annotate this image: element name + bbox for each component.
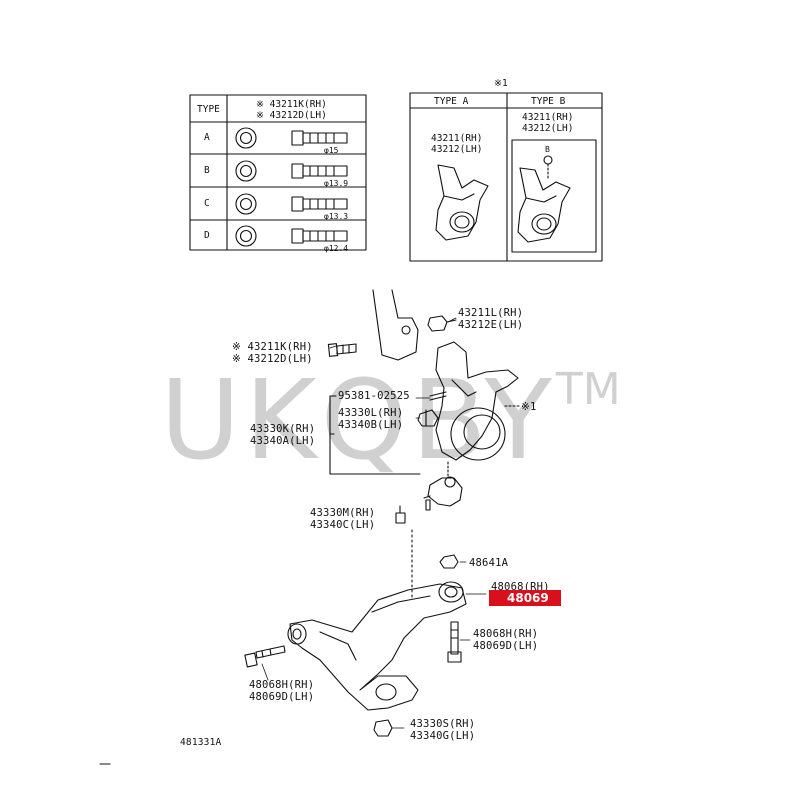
label-43330m: 43330M(RH) (310, 507, 376, 519)
figure-number: 481331A (180, 737, 222, 748)
label-43211l: 43211L(RH) (458, 307, 524, 319)
type-b-mark: B (545, 145, 550, 154)
watermark: UKQBYTM (160, 356, 621, 484)
label-48069d-rear: 48069D(LH) (473, 640, 539, 652)
label-48069d-front: 48069D(LH) (249, 691, 315, 703)
dim-a: φ15 (324, 146, 339, 155)
knuckle-small-a (435, 164, 489, 241)
label-43212e: 43212E(LH) (458, 319, 524, 331)
type-a-part-rh: 43211(RH) (431, 133, 483, 144)
label-48068h-rear: 48068H(RH) (473, 628, 539, 640)
dim-c: φ13.3 (324, 212, 349, 221)
knuckle-bolt-icon (327, 343, 357, 357)
knuckle-table-marker: ※1 (494, 78, 508, 89)
table-bolt-icons (291, 130, 348, 244)
knuckle-small-b (517, 155, 571, 243)
knuckle-type-table (409, 92, 603, 262)
steering-knuckle-illustration (435, 341, 521, 461)
label-43330l: 43330L(RH) (338, 407, 404, 419)
castle-nut-icon (417, 409, 439, 427)
nut-48641a-icon (439, 554, 459, 569)
label-95381: 95381-02525 (338, 390, 410, 402)
dim-d: φ12.4 (324, 244, 349, 253)
assembly-bracket (329, 395, 421, 475)
type-b-part-lh: 43212(LH) (522, 123, 574, 134)
type-c-label: C (204, 198, 210, 209)
lower-control-arm-illustration (287, 581, 467, 711)
label-48068h-front: 48068H(RH) (249, 679, 315, 691)
highlighted-part-48069: 48069 (489, 590, 561, 606)
cotter-pin-icon (429, 391, 447, 401)
ball-joint-bolt-icon (395, 499, 431, 524)
label-43211k: ※ 43211K(RH) (232, 341, 313, 353)
type-a-part-lh: 43212(LH) (431, 144, 483, 155)
bolt-type-table (189, 94, 367, 251)
strut-illustration (372, 289, 419, 361)
nut-43330s-icon (373, 719, 393, 737)
table-part-lh: ※ 43212D(LH) (256, 110, 327, 121)
table-part-rh: ※ 43211K(RH) (256, 99, 327, 110)
type-d-label: D (204, 230, 210, 241)
label-43340g: 43340G(LH) (410, 730, 476, 742)
type-b-label: B (204, 165, 210, 176)
label-43340c: 43340C(LH) (310, 519, 376, 531)
ball-joint-illustration (423, 461, 463, 507)
label-43340b: 43340B(LH) (338, 419, 404, 431)
type-a-label: A (204, 132, 210, 143)
leader-lines (261, 317, 487, 729)
label-43330s: 43330S(RH) (410, 718, 476, 730)
nut-43211l-icon (427, 315, 457, 332)
label-43330k: 43330K(RH) (250, 423, 316, 435)
label-48641a: 48641A (469, 557, 509, 569)
arm-front-bolt-icon (244, 645, 286, 668)
type-a-header: TYPE A (434, 96, 469, 107)
label-43340a: 43340A(LH) (250, 435, 316, 447)
label-knuckle-mark: ※1 (521, 401, 537, 413)
type-b-header: TYPE B (531, 96, 566, 107)
type-b-part-rh: 43211(RH) (522, 112, 574, 123)
table-washer-icons (235, 127, 257, 247)
type-header: TYPE (197, 104, 220, 115)
dim-b: φ13.9 (324, 179, 349, 188)
arm-rear-bolt-icon (447, 621, 462, 663)
label-43212d: ※ 43212D(LH) (232, 353, 313, 365)
